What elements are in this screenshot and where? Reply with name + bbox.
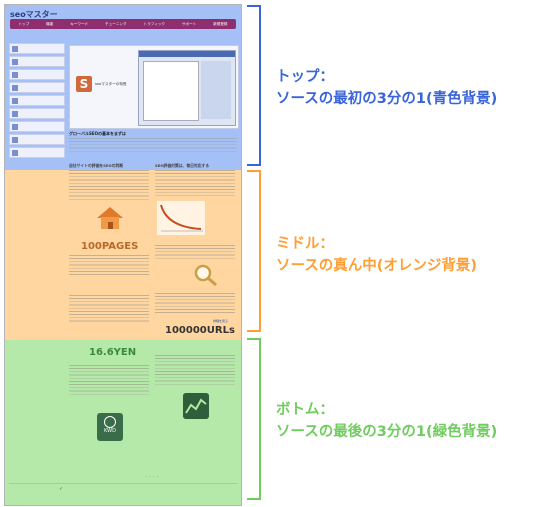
screenshot-side-pane — [201, 61, 231, 119]
sidebar-item-icon — [12, 97, 18, 104]
house-roof — [97, 207, 123, 218]
intro-text — [69, 138, 237, 152]
middle-annotation: ミドル： ソースの真ん中(オレンジ背景) — [276, 233, 477, 277]
more-link[interactable]: 詳細を見る — [213, 319, 229, 323]
feature-panel: S seoマスターの特長 — [69, 45, 239, 129]
decay-chart-icon — [157, 201, 205, 235]
sidebar-item[interactable] — [9, 56, 65, 67]
bottom-annotation: ボトム： ソースの最後の3分の1(緑色背景) — [276, 399, 497, 443]
line-graph-icon — [183, 393, 209, 419]
house-icon — [97, 207, 123, 229]
site-logo[interactable]: seoマスター — [10, 10, 58, 19]
bottom-annotation-text: ソースの最後の3分の1(緑色背景) — [276, 424, 498, 440]
sidebar-item[interactable] — [9, 108, 65, 119]
top-bracket — [247, 5, 261, 166]
page-thumbnail: seoマスター トップ 機能 キーワード チューニング トラフィック サポート … — [4, 4, 242, 506]
pages-figure: 100PAGES — [81, 241, 139, 252]
magnifier-lens — [194, 264, 212, 282]
nav-item[interactable]: 機能 — [46, 21, 54, 26]
top-annotation: トップ： ソースの最初の3分の1(青色背景) — [276, 66, 497, 110]
sidebar-item[interactable] — [9, 69, 65, 80]
footer-links[interactable]: ・ ・ ・ ・ — [145, 475, 159, 479]
col2-text — [155, 170, 235, 196]
footer-logo: ✓ — [59, 486, 64, 492]
nav-item[interactable]: 新規登録 — [213, 21, 228, 26]
col1-text — [69, 170, 149, 202]
sidebar-item-icon — [12, 136, 18, 143]
graph-icon-line — [185, 398, 207, 414]
yen-figure: 16.6YEN — [89, 347, 137, 358]
nav-item[interactable]: トラフィック — [143, 21, 166, 26]
middle-bracket — [247, 170, 261, 332]
col6-text — [155, 293, 235, 313]
sidebar — [9, 43, 65, 160]
global-nav: トップ 機能 キーワード チューニング トラフィック サポート 新規登録 — [10, 19, 236, 29]
decay-chart-bg — [157, 201, 205, 235]
top-annotation-text: ソースの最初の3分の1(青色背景) — [276, 91, 498, 107]
bottom-annotation-heading: ボトム： — [276, 402, 334, 418]
sidebar-item-icon — [12, 71, 18, 78]
sidebar-item-icon — [12, 110, 18, 117]
sidebar-item[interactable] — [9, 134, 65, 145]
nav-item[interactable]: トップ — [18, 21, 30, 26]
col2-title: SEO評価対策は、毎日対応する — [155, 163, 210, 168]
sidebar-item-icon — [12, 149, 18, 156]
col1-title: 自社サイトの評価をSEOの判断 — [69, 163, 124, 168]
magnifier-icon — [194, 264, 217, 287]
bottom-bracket — [247, 338, 261, 500]
sidebar-item[interactable] — [9, 82, 65, 93]
decay-curve — [160, 204, 202, 230]
screenshot-pane — [143, 61, 199, 121]
feature-caption: seoマスターの特長 — [95, 82, 127, 86]
sidebar-item-icon — [12, 45, 18, 52]
col4-text — [155, 245, 235, 259]
top-annotation-heading: トップ： — [276, 69, 334, 85]
middle-annotation-text: ソースの真ん中(オレンジ背景) — [276, 258, 478, 274]
kwd-icon: KWD — [97, 413, 123, 441]
sidebar-item-icon — [12, 84, 18, 91]
nav-item[interactable]: チューニング — [105, 21, 127, 26]
nav-item[interactable]: キーワード — [70, 21, 89, 26]
sidebar-item[interactable] — [9, 95, 65, 106]
kwd-icon-ring — [104, 416, 116, 428]
sidebar-item[interactable] — [9, 147, 65, 158]
graph-icon-bg — [183, 393, 209, 419]
kwd-label: KWD — [104, 428, 116, 434]
footer-rule — [9, 483, 237, 484]
product-screenshot — [138, 50, 236, 126]
nav-item[interactable]: サポート — [181, 21, 197, 26]
sidebar-item-icon — [12, 58, 18, 65]
sidebar-item[interactable] — [9, 121, 65, 132]
col5-text — [69, 295, 149, 323]
col8-text — [155, 355, 235, 385]
col7-text — [69, 365, 149, 395]
seo-master-logo-icon: S — [76, 76, 92, 92]
intro-title: グローバルSEOの基本をまずは — [69, 131, 126, 136]
screenshot-titlebar — [139, 51, 235, 57]
magnifier-handle — [207, 276, 217, 287]
middle-annotation-heading: ミドル： — [276, 236, 334, 252]
sidebar-item[interactable] — [9, 43, 65, 54]
house-door — [108, 222, 113, 229]
urls-figure: 100000URLs — [165, 325, 235, 336]
col3-text — [69, 255, 149, 277]
sidebar-item-icon — [12, 123, 18, 130]
site-header: seoマスター トップ 機能 キーワード チューニング トラフィック サポート … — [10, 9, 236, 33]
